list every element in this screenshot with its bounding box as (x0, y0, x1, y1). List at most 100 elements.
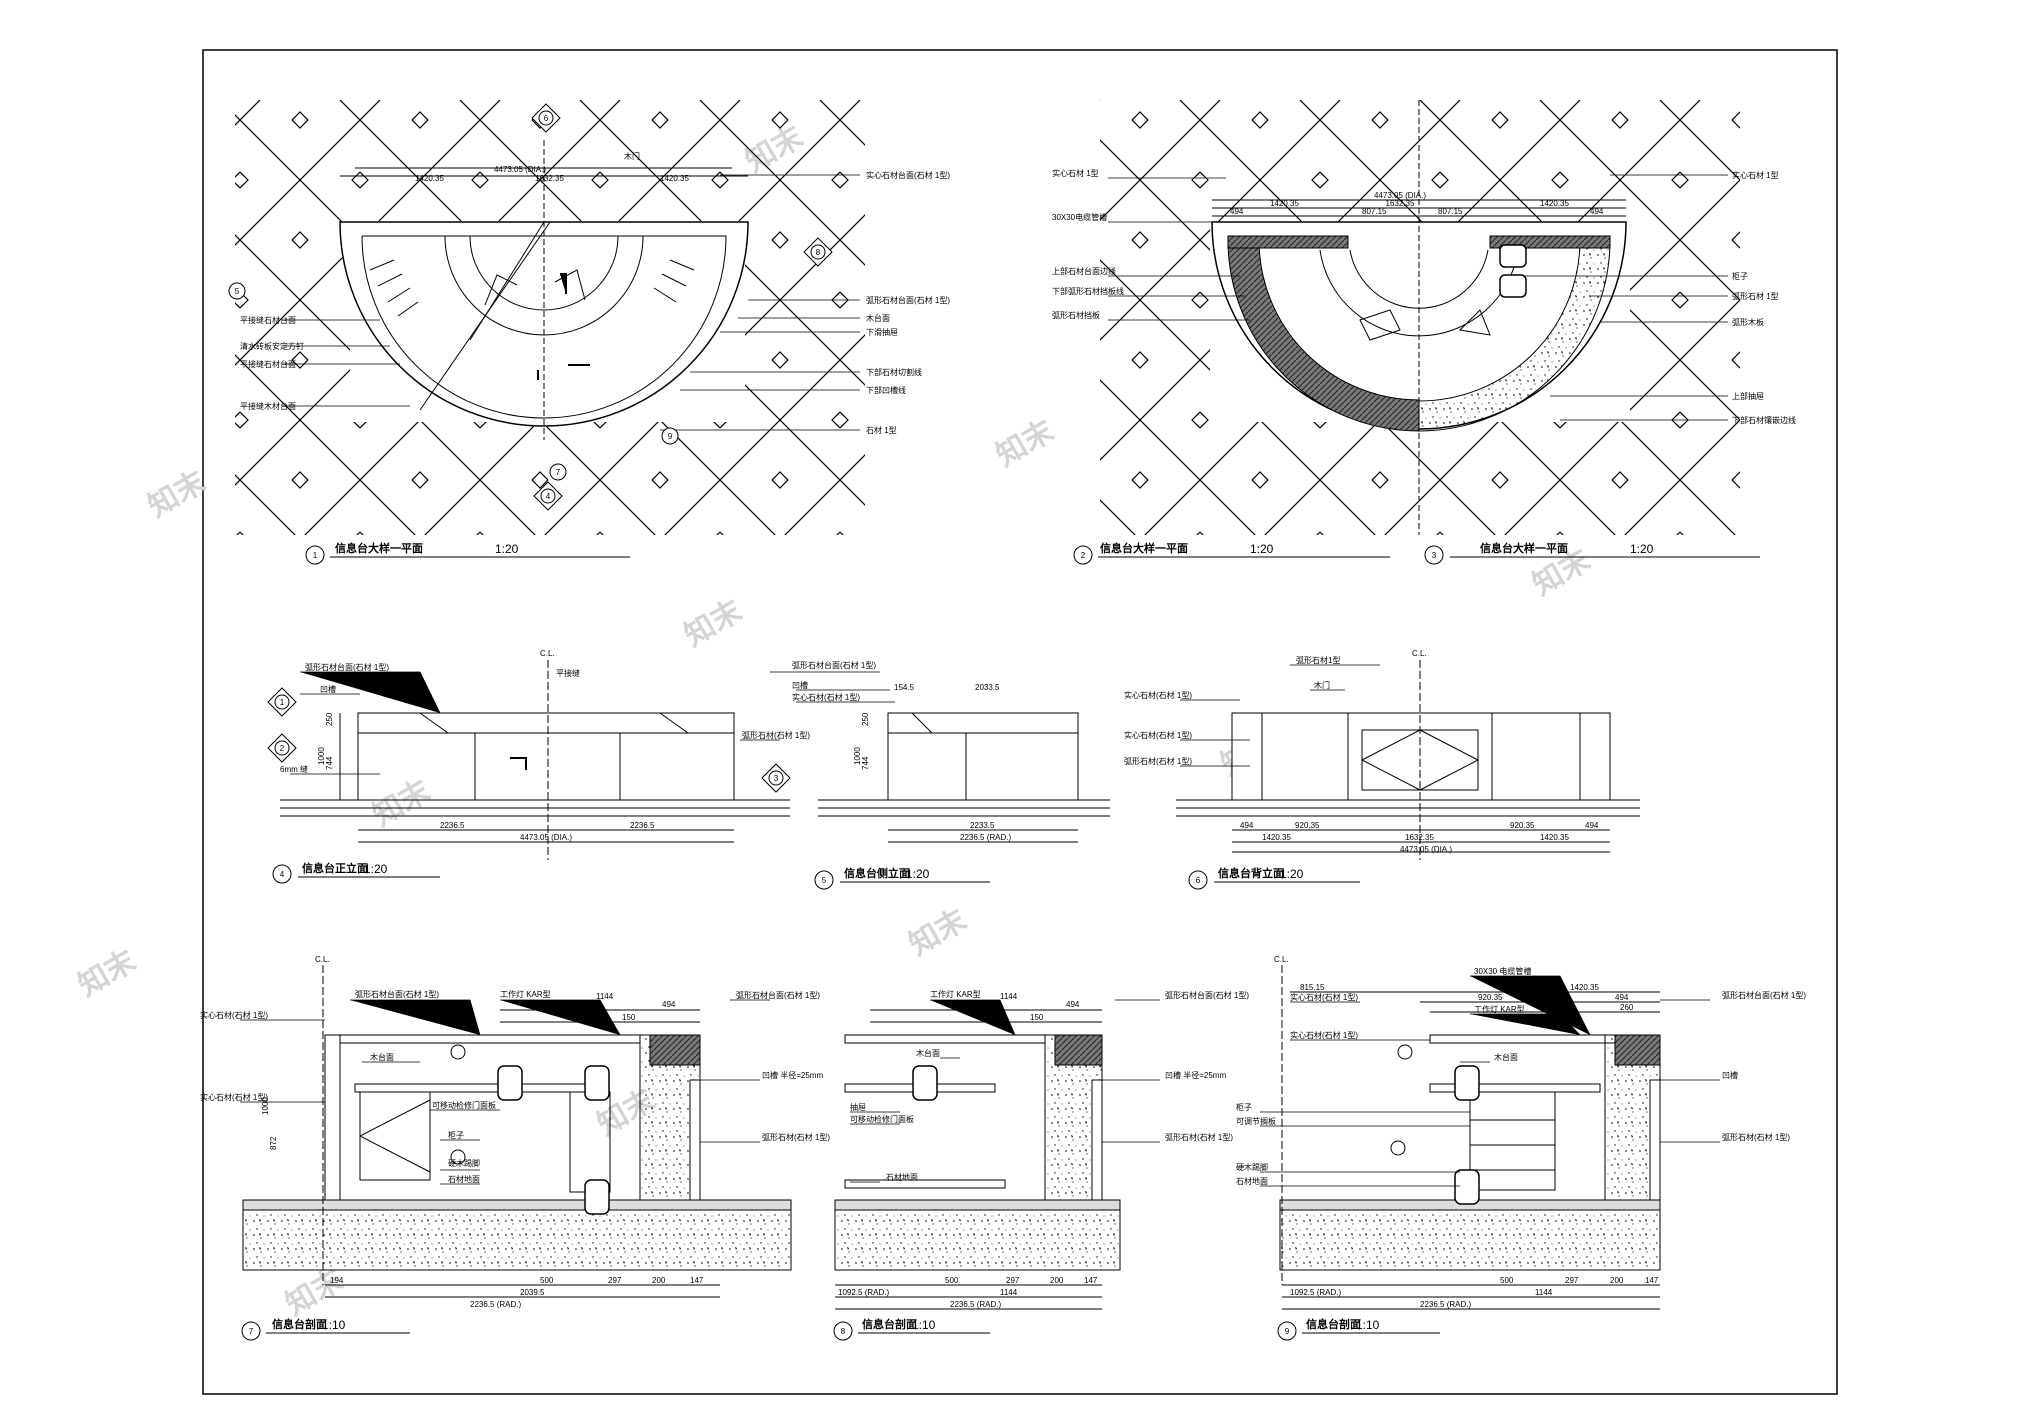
svg-text:实心石材(石材 1型): 实心石材(石材 1型) (200, 1010, 268, 1020)
svg-text:2233.5: 2233.5 (970, 821, 995, 830)
svg-text:807.15: 807.15 (1438, 207, 1463, 216)
section-marker[interactable]: 5 (228, 282, 246, 300)
svg-text:抽屉: 抽屉 (850, 1102, 866, 1112)
svg-text:可移动检修门面板: 可移动检修门面板 (850, 1114, 914, 1124)
section-marker[interactable]: 4 (533, 481, 563, 511)
elevation-5: 154.5 2033.5 2233.5 2236.5 (RAD.) 250 10… (770, 660, 1110, 843)
svg-text:平接缝石材台面: 平接缝石材台面 (240, 315, 296, 325)
svg-text:弧形石材台面(石材 1型): 弧形石材台面(石材 1型) (736, 990, 820, 1000)
svg-text:7: 7 (249, 1327, 254, 1336)
elevation-marker[interactable]: 1 (267, 687, 297, 717)
svg-text:1:10: 1:10 (322, 1318, 346, 1332)
svg-text:下部石材镶嵌边线: 下部石材镶嵌边线 (1732, 415, 1796, 425)
svg-text:凹槽: 凹槽 (792, 680, 808, 690)
svg-text:6: 6 (1196, 876, 1201, 885)
elevation-6: C.L. 494 920.35 1420.35 1632.35 920.35 4… (1124, 649, 1640, 860)
svg-text:2039.5: 2039.5 (520, 1288, 545, 1297)
svg-text:木台面: 木台面 (370, 1052, 394, 1062)
svg-text:297: 297 (1006, 1276, 1020, 1285)
svg-text:1092.5 (RAD.): 1092.5 (RAD.) (838, 1288, 889, 1297)
svg-text:194: 194 (330, 1276, 344, 1285)
svg-text:9: 9 (668, 432, 673, 441)
svg-text:实心石材(石材 1型): 实心石材(石材 1型) (1124, 690, 1192, 700)
svg-text:知末: 知末 (904, 903, 972, 962)
svg-text:6: 6 (544, 114, 549, 123)
svg-text:实心石材(石材 1型): 实心石材(石材 1型) (792, 692, 860, 702)
svg-text:4473.05 (DIA.): 4473.05 (DIA.) (1400, 845, 1452, 854)
svg-text:弧形石材台面(石材 1型): 弧形石材台面(石材 1型) (866, 295, 950, 305)
svg-text:30X30 电缆管槽: 30X30 电缆管槽 (1474, 966, 1531, 976)
svg-text:494: 494 (1615, 993, 1629, 1002)
svg-text:弧形石材(石材 1型): 弧形石材(石材 1型) (1722, 1132, 1790, 1142)
svg-text:150: 150 (1030, 1013, 1044, 1022)
svg-text:弧形石材(石材 1型): 弧形石材(石材 1型) (1165, 1132, 1233, 1142)
svg-text:1420.35: 1420.35 (1540, 199, 1569, 208)
svg-text:4473.05 (DIA.): 4473.05 (DIA.) (494, 165, 546, 174)
svg-text:1000: 1000 (317, 747, 326, 765)
svg-text:1:10: 1:10 (912, 1318, 936, 1332)
svg-text:1144: 1144 (1535, 1288, 1553, 1297)
svg-text:下滑抽屉: 下滑抽屉 (866, 327, 898, 337)
svg-text:凹槽: 凹槽 (1722, 1070, 1738, 1080)
svg-text:494: 494 (1066, 1000, 1080, 1009)
svg-text:弧形石材 1型: 弧形石材 1型 (1732, 291, 1779, 301)
svg-text:1:20: 1:20 (1250, 542, 1274, 556)
elevation-4: C.L. 2236.5 2236.5 4473.05 (DIA.) 250 10… (267, 649, 810, 860)
svg-text:30X30电缆管槽: 30X30电缆管槽 (1052, 212, 1107, 222)
svg-text:C.L.: C.L. (1412, 649, 1427, 658)
svg-text:上部石材台面边线: 上部石材台面边线 (1052, 266, 1116, 276)
svg-text:弧形木板: 弧形木板 (1732, 317, 1764, 327)
svg-text:弧形石材台面(石材 1型): 弧形石材台面(石材 1型) (1165, 990, 1249, 1000)
section-9: C.L. 815.15 920.35 1420.35 494 159 260 5… (1236, 955, 1806, 1310)
svg-text:弧形石材台面(石材 1型): 弧形石材台面(石材 1型) (305, 662, 389, 672)
svg-text:9: 9 (1285, 1327, 1290, 1336)
svg-text:1420.35: 1420.35 (1262, 833, 1291, 842)
section-marker[interactable]: 7 (549, 463, 567, 481)
svg-text:1:20: 1:20 (495, 542, 519, 556)
svg-text:1420.35: 1420.35 (1270, 199, 1299, 208)
svg-text:1000: 1000 (853, 747, 862, 765)
svg-text:920.35: 920.35 (1510, 821, 1535, 830)
svg-text:872: 872 (269, 1136, 278, 1150)
elevation-marker[interactable]: 2 (267, 733, 297, 763)
svg-text:知末: 知末 (991, 414, 1059, 473)
svg-text:494: 494 (662, 1000, 676, 1009)
svg-text:工作灯 KAR型: 工作灯 KAR型 (930, 989, 981, 999)
svg-text:147: 147 (690, 1276, 704, 1285)
svg-text:1632.35: 1632.35 (1386, 199, 1415, 208)
svg-text:弧形石材(石材 1型): 弧形石材(石材 1型) (742, 730, 810, 740)
svg-text:木台面: 木台面 (916, 1048, 940, 1058)
svg-text:1092.5 (RAD.): 1092.5 (RAD.) (1290, 1288, 1341, 1297)
svg-text:494: 494 (1240, 821, 1254, 830)
svg-text:弧形石材(石材 1型): 弧形石材(石材 1型) (1124, 756, 1192, 766)
svg-text:200: 200 (652, 1276, 666, 1285)
svg-text:5: 5 (822, 876, 827, 885)
svg-text:2236.5 (RAD.): 2236.5 (RAD.) (1420, 1300, 1471, 1309)
svg-text:可移动检修门面板: 可移动检修门面板 (432, 1100, 496, 1110)
svg-text:工作灯 KAR型: 工作灯 KAR型 (1474, 1004, 1525, 1014)
section-marker[interactable]: 9 (661, 427, 679, 445)
svg-text:1420.35: 1420.35 (1540, 833, 1569, 842)
svg-text:C.L.: C.L. (540, 649, 555, 658)
svg-text:弧形石材台面(石材 1型): 弧形石材台面(石材 1型) (355, 989, 439, 999)
svg-text:信息台剖面: 信息台剖面 (1306, 1317, 1361, 1331)
section-marker[interactable]: 8 (803, 237, 833, 267)
svg-text:石材地面: 石材地面 (1236, 1176, 1268, 1186)
svg-text:平接缝石材台面: 平接缝石材台面 (240, 359, 296, 369)
elevation-marker[interactable]: 3 (761, 763, 791, 793)
svg-text:弧形石材挡板: 弧形石材挡板 (1052, 310, 1100, 320)
svg-text:250: 250 (861, 712, 870, 726)
svg-text:信息台侧立面: 信息台侧立面 (844, 866, 910, 880)
section-8: 650 1144 494 150 500 297 200 147 1092.5 … (834, 989, 1249, 1310)
svg-text:清水砖板安定方钉: 清水砖板安定方钉 (240, 341, 304, 351)
section-marker[interactable]: 6 (531, 103, 561, 133)
svg-text:1420.35: 1420.35 (660, 174, 689, 183)
svg-text:147: 147 (1084, 1276, 1098, 1285)
svg-text:4473.05 (DIA.): 4473.05 (DIA.) (520, 833, 572, 842)
svg-text:柜子: 柜子 (448, 1130, 464, 1140)
svg-text:2236.5: 2236.5 (440, 821, 465, 830)
svg-text:3: 3 (1432, 551, 1437, 560)
